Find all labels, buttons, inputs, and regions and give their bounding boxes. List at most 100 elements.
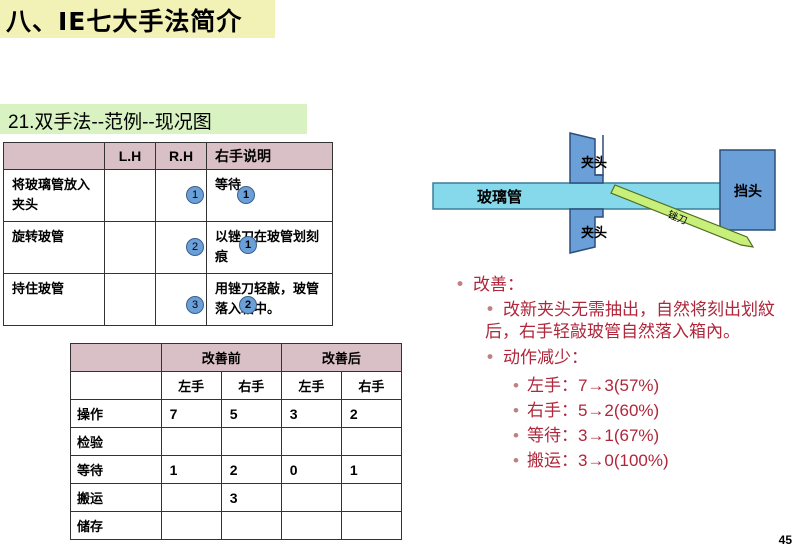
step-circle: 2 [186,238,204,256]
step-circle: 1 [237,186,255,204]
header-after: 改善后 [280,343,403,372]
value-cell [160,511,222,540]
value-cell [160,427,222,456]
table-row: 检验 [70,427,403,456]
desc-cell: 等待 1 [206,169,333,222]
step-circle: 1 [239,236,257,254]
header-rh: R.H [155,142,207,170]
row-label: 储存 [70,511,162,540]
table-row: 操作 7 5 3 2 [70,399,403,428]
value-cell: 3 [220,483,282,512]
desc-text: 用锉刀轻敲，玻管落入箱中。 [215,282,320,317]
sub-left-after: 左手 [280,371,342,400]
comparison-table: 改善前 改善后 左手 右手 左手 右手 操作 7 5 3 2 检验 等待 1 2… [70,343,403,540]
value-cell: 3 [280,399,342,428]
value-cell [280,483,342,512]
reduction-item: •搬运：3→0(100%) [513,451,669,470]
value-cell [340,427,403,456]
improve-point: •动作减少： [485,348,589,368]
table-header-row: 改善前 改善后 [70,343,403,372]
page-number: 45 [778,533,792,547]
clamp-top [569,132,604,184]
row-label: 搬运 [70,483,162,512]
value-cell: 1 [160,455,222,484]
rh-cell: 1 [155,169,207,222]
lh-cell [104,221,156,274]
stopper-label: 挡头 [734,183,762,200]
desc-text: 以锉刀在玻管划刻痕 [215,230,320,265]
table-row: 旋转玻管 2 以锉刀在玻管划刻痕 1 [3,221,333,274]
table-subheader-row: 左手 右手 左手 右手 [70,371,403,400]
row-label: 等待 [70,455,162,484]
value-cell [220,427,282,456]
clamp-bottom [569,208,604,254]
header-before: 改善前 [160,343,282,372]
table-row: 将玻璃管放入夹头 1 等待 1 [3,169,333,222]
header-empty [3,142,105,170]
current-state-table: L.H R.H 右手说明 将玻璃管放入夹头 1 等待 1 旋转玻管 2 以锉刀在… [3,142,333,326]
value-cell [160,483,222,512]
step-circle: 3 [186,296,204,314]
table-header-row: L.H R.H 右手说明 [3,142,333,170]
title-bar [0,0,275,38]
table-row: 持住玻管 3 用锉刀轻敲，玻管落入箱中。 2 [3,273,333,326]
rh-cell: 2 [155,221,207,274]
sub-right-before: 右手 [220,371,282,400]
value-cell: 2 [220,455,282,484]
improvement-list: •改善： •改新夹头无需抽出，自然将刻出划紋后，右手轻敲玻管自然落入箱內。 •动… [455,270,790,473]
stopper [719,149,776,231]
value-cell: 2 [340,399,403,428]
reduction-item: •等待：3→1(67%) [513,426,660,445]
reduction-item: •右手：5→2(60%) [513,401,660,420]
glass-tube-label: 玻璃管 [477,188,522,206]
reduction-text: 等待：3→1(67%) [526,426,660,445]
desc-cell: 以锉刀在玻管划刻痕 1 [206,221,333,274]
value-cell [340,511,403,540]
value-cell [220,511,282,540]
reduction-text: 搬运：3→0(100%) [526,451,669,470]
row-label: 检验 [70,427,162,456]
value-cell: 5 [220,399,282,428]
table-row: 搬运 3 [70,483,403,512]
subtitle: 21.双手法--范例--现况图 [8,112,212,133]
fixture-diagram: 玻璃管 夹头 夹头 挡头 锉刀 [432,132,776,254]
reduction-text: 左手：7→3(57%) [526,376,660,395]
corner-cell [70,343,162,372]
value-cell [340,483,403,512]
file-tool [610,184,755,248]
reduction-text: 右手：5→2(60%) [526,401,660,420]
action-cell: 将玻璃管放入夹头 [3,169,105,222]
sub-left-before: 左手 [160,371,222,400]
improve-point-text: 动作减少： [503,348,589,368]
clamp-top-label: 夹头 [581,155,607,171]
action-cell: 持住玻管 [3,273,105,326]
desc-cell: 用锉刀轻敲，玻管落入箱中。 2 [206,273,333,326]
corner-cell [70,371,162,400]
table-row: 等待 1 2 0 1 [70,455,403,484]
page-title: 八、IE七大手法简介 [6,7,243,36]
value-cell [280,427,342,456]
table-row: 储存 [70,511,403,540]
step-circle: 1 [186,186,204,204]
value-cell [280,511,342,540]
lh-cell [104,273,156,326]
improve-point-text: 改新夹头无需抽出，自然将刻出划紋后，右手轻敲玻管自然落入箱內。 [485,300,776,342]
row-label: 操作 [70,399,162,428]
clamp-bottom-label: 夹头 [581,225,607,241]
improve-point: •改新夹头无需抽出，自然将刻出划紋后，右手轻敲玻管自然落入箱內。 [485,300,776,342]
header-lh: L.H [104,142,156,170]
action-cell: 旋转玻管 [3,221,105,274]
improve-heading-text: 改善： [473,275,525,295]
sub-right-after: 右手 [340,371,403,400]
desc-text: 等待 [215,178,242,193]
value-cell: 0 [280,455,342,484]
value-cell: 7 [160,399,222,428]
value-cell: 1 [340,455,403,484]
reduction-item: •左手：7→3(57%) [513,376,660,395]
step-circle: 2 [239,296,257,314]
lh-cell [104,169,156,222]
header-right-desc: 右手说明 [206,142,333,170]
subtitle-bar [0,104,307,134]
rh-cell: 3 [155,273,207,326]
improve-heading: •改善： [455,275,525,295]
